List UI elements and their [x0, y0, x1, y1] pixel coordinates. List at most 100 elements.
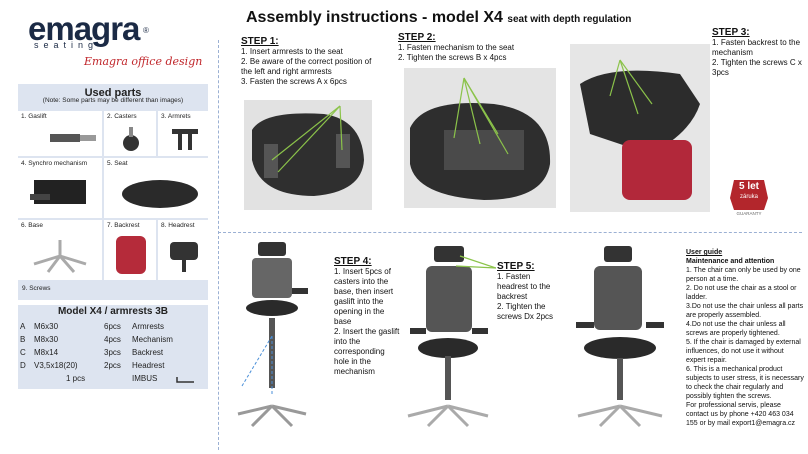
armrest-image: [172, 129, 198, 150]
model-table: [18, 305, 208, 389]
divider-vertical: [218, 40, 219, 450]
step-line: 2. Tighten the screws C x 3pcs: [712, 58, 802, 77]
title-sub: seat with depth regulation: [507, 14, 632, 25]
part-gaslift: 1. Gaslift: [18, 111, 102, 156]
step-1-text: STEP 1: 1. Insert armrests to the seat 2…: [241, 37, 376, 87]
guide-item: 5. If the chair is damaged by external i…: [686, 339, 801, 364]
row-screw: V3,5x18(20): [34, 361, 78, 370]
brand-reg-mark: ®: [143, 26, 149, 35]
part-label: 6. Base: [21, 222, 44, 229]
user-guide-subheading: Maintenance and attention: [686, 258, 775, 265]
table-row: 1 pcs IMBUS: [18, 374, 208, 386]
brand-logo: emagra: [28, 10, 140, 47]
row-part: Headrest: [132, 361, 165, 370]
table-row: C M8x14 3pcs Backrest: [18, 348, 208, 360]
part-screws: 9. Screws: [22, 285, 51, 292]
row-qty: 3pcs: [104, 348, 121, 357]
guide-item: 3.Do not use the chair unless all parts …: [686, 303, 804, 319]
step-line: 2. Tighten the screws B x 4pcs: [398, 53, 507, 62]
step-title: STEP 1:: [241, 36, 279, 47]
used-parts-note: (Note: Some parts may be different than …: [42, 97, 184, 104]
used-parts-heading: Used parts: [84, 87, 142, 99]
row-part: Armrests: [132, 322, 164, 331]
step-line: 1. Fasten backrest to the mechanism: [712, 38, 801, 57]
guide-contact: For professional servis, please contact …: [686, 402, 796, 427]
imbus-key-icon: [176, 377, 194, 383]
warranty-small: záruka: [739, 194, 758, 200]
step-line: 2. Tighten the screws Dx 2pcs: [497, 302, 554, 321]
gaslift-image: [50, 134, 96, 142]
step-line: 1. Insert armrests to the seat: [241, 47, 343, 56]
headrest-image: [170, 242, 198, 272]
guide-item: 2. Do not use the chair as a stool or la…: [686, 285, 797, 301]
part-casters: 2. Casters: [104, 111, 156, 156]
row-part: IMBUS: [132, 374, 158, 383]
warranty-big: 5 let: [738, 181, 759, 192]
table-row: D V3,5x18(20) 2pcs Headrest: [18, 361, 208, 373]
row-qty: 6pcs: [104, 322, 121, 331]
title-main: Assembly instructions - model X4: [246, 9, 503, 26]
backrest-image: [116, 236, 146, 274]
table-row: A M6x30 6pcs Armrests: [18, 322, 208, 334]
mechanism-image: [30, 180, 86, 204]
part-mechanism: 4. Synchro mechanism: [18, 158, 102, 218]
part-label: 7. Backrest: [107, 222, 140, 229]
step-line: 2. Be aware of the correct position of t…: [241, 57, 372, 76]
step-title: STEP 2:: [398, 32, 436, 43]
guide-item: 6. This is a mechanical product subjects…: [686, 366, 804, 400]
divider-horizontal: [218, 232, 802, 233]
part-label: 1. Gaslift: [21, 113, 47, 120]
row-part: Mechanism: [132, 335, 173, 344]
row-code: A: [20, 322, 26, 331]
step-line: 1. Insert 5pcs of casters into the base,…: [334, 267, 394, 326]
part-label: 3. Armrets: [161, 113, 191, 120]
step-3-text: STEP 3: 1. Fasten backrest to the mechan…: [712, 28, 804, 78]
row-part: Backrest: [132, 348, 164, 357]
table-row: B M8x30 4pcs Mechanism: [18, 335, 208, 347]
step-2-photo: [404, 68, 556, 208]
step-title: STEP 5:: [497, 261, 535, 272]
part-headrest: 8. Headrest: [158, 220, 208, 280]
warranty-tag: GUARANTY: [736, 211, 762, 216]
part-label: 2. Casters: [107, 113, 137, 120]
step-4-photo: [237, 242, 308, 428]
assembled-chair-photo: [576, 246, 664, 428]
warranty-badge: 5 let záruka GUARANTY: [724, 178, 774, 218]
row-screw: M8x30: [34, 335, 59, 344]
row-code: C: [20, 348, 26, 357]
seat-image: [122, 180, 198, 208]
row-screw: M8x14: [34, 348, 59, 357]
step-line: 2. Insert the gaslift into the correspon…: [334, 327, 400, 376]
part-base: 6. Base: [18, 220, 102, 280]
row-screw: 1 pcs: [66, 374, 86, 383]
part-backrest: 7. Backrest: [104, 220, 156, 280]
row-screw: M6x30: [34, 322, 59, 331]
warranty-badge-icon: [730, 180, 768, 210]
step-title: STEP 4:: [334, 256, 372, 267]
part-label: 8. Headrest: [161, 222, 195, 229]
brand-subtitle: seating: [34, 40, 99, 50]
step-line: 1. Fasten headrest to the backrest: [497, 272, 551, 301]
step-title: STEP 3:: [712, 27, 750, 38]
row-qty: 2pcs: [104, 361, 121, 370]
brand-script: Emagra office design: [84, 55, 203, 68]
part-label: 4. Synchro mechanism: [21, 160, 88, 167]
step-5-photo: [407, 246, 496, 428]
part-armrests: 3. Armrets: [158, 111, 208, 156]
caster-image: [123, 127, 139, 151]
part-seat: 5. Seat: [104, 158, 208, 218]
row-code: B: [20, 335, 26, 344]
step-4-text: STEP 4: 1. Insert 5pcs of casters into t…: [334, 257, 400, 377]
step-3-photo: [570, 44, 710, 212]
user-guide: User guide Maintenance and attention 1. …: [686, 248, 804, 428]
guide-item: 4.Do not use the chair unless all screws…: [686, 321, 786, 337]
part-label: 5. Seat: [107, 160, 128, 167]
step-2-text: STEP 2: 1. Fasten mechanism to the seat …: [398, 33, 558, 63]
row-code: D: [20, 361, 26, 370]
step-1-photo: [244, 100, 372, 210]
page-title: Assembly instructions - model X4 seat wi…: [246, 9, 631, 27]
step-line: 1. Fasten mechanism to the seat: [398, 43, 515, 52]
row-qty: 4pcs: [104, 335, 121, 344]
guide-item: 1. The chair can only be used by one per…: [686, 267, 801, 283]
step-line: 3. Fasten the screws A x 6pcs: [241, 77, 347, 86]
